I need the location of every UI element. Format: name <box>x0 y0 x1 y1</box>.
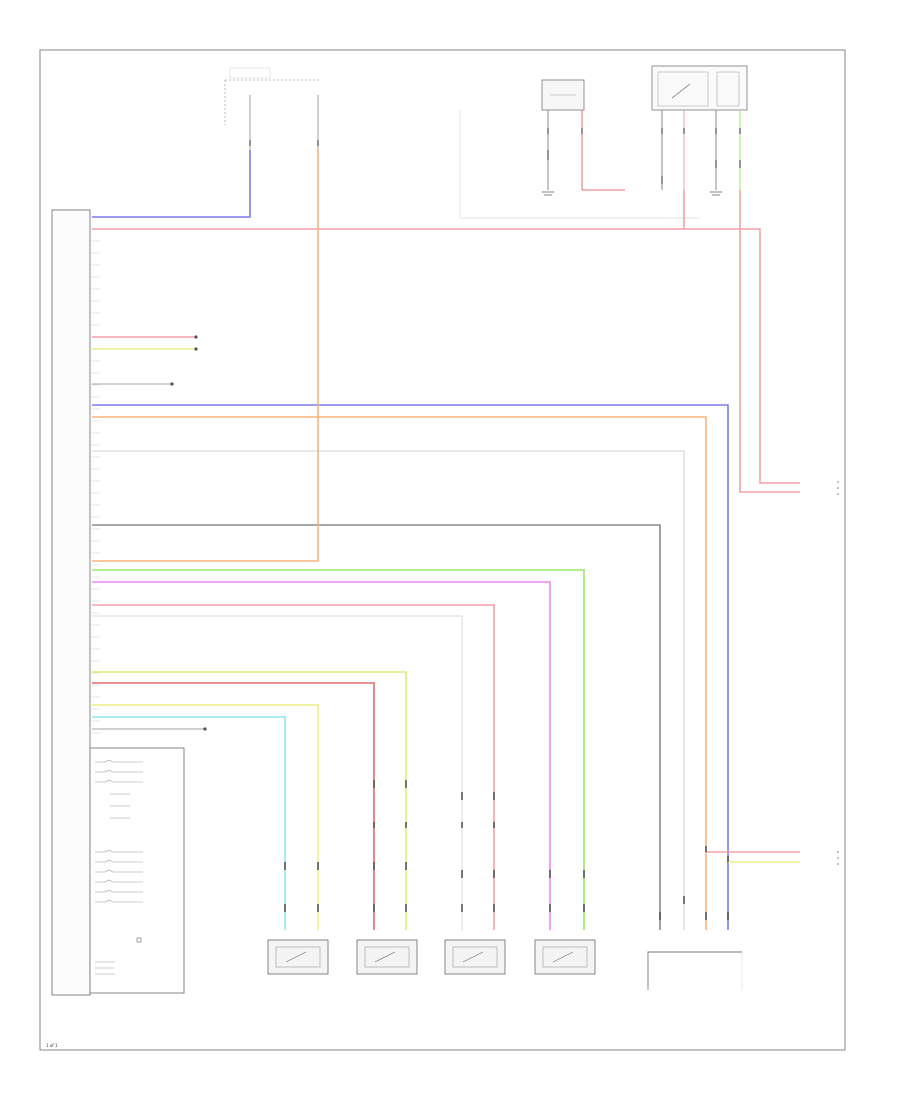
wire-connector-marks <box>284 780 729 920</box>
wire-blue-long <box>92 404 729 930</box>
control-module-body <box>51 209 91 996</box>
wire-orange-top <box>92 150 319 562</box>
right-terminals <box>837 481 839 865</box>
wheel-sensor-1 <box>267 939 329 975</box>
wire-magenta <box>92 581 551 930</box>
wire-yellow <box>92 704 319 930</box>
data-link-connector <box>647 951 742 990</box>
module-pin-ticks <box>90 216 100 734</box>
wire-red <box>92 682 375 930</box>
diagram-frame <box>39 49 846 1051</box>
wire-pink-sensor <box>92 604 495 930</box>
wire-harness <box>92 150 800 930</box>
wire-orange-long <box>92 416 707 930</box>
wire-gray-long <box>92 524 661 930</box>
relay-box <box>651 65 748 111</box>
wire-light-long <box>92 450 685 930</box>
wire-pink-top <box>92 228 800 484</box>
wire-blue-top <box>92 150 251 218</box>
wire-cyan <box>92 716 286 930</box>
wire-pink-down <box>739 190 800 493</box>
top-bracket-component <box>224 79 320 125</box>
wheel-sensor-4 <box>534 939 596 975</box>
internal-sensor-box <box>89 747 185 994</box>
wheel-sensor-3 <box>444 939 506 975</box>
splice-points <box>170 335 207 731</box>
wire-green <box>92 569 585 930</box>
internal-switch-symbols <box>95 759 143 975</box>
top-components <box>224 65 748 219</box>
page-reference: 1 of 1 <box>46 1043 58 1048</box>
wheel-sensor-2 <box>356 939 418 975</box>
wire-yellowgreen <box>92 671 407 930</box>
